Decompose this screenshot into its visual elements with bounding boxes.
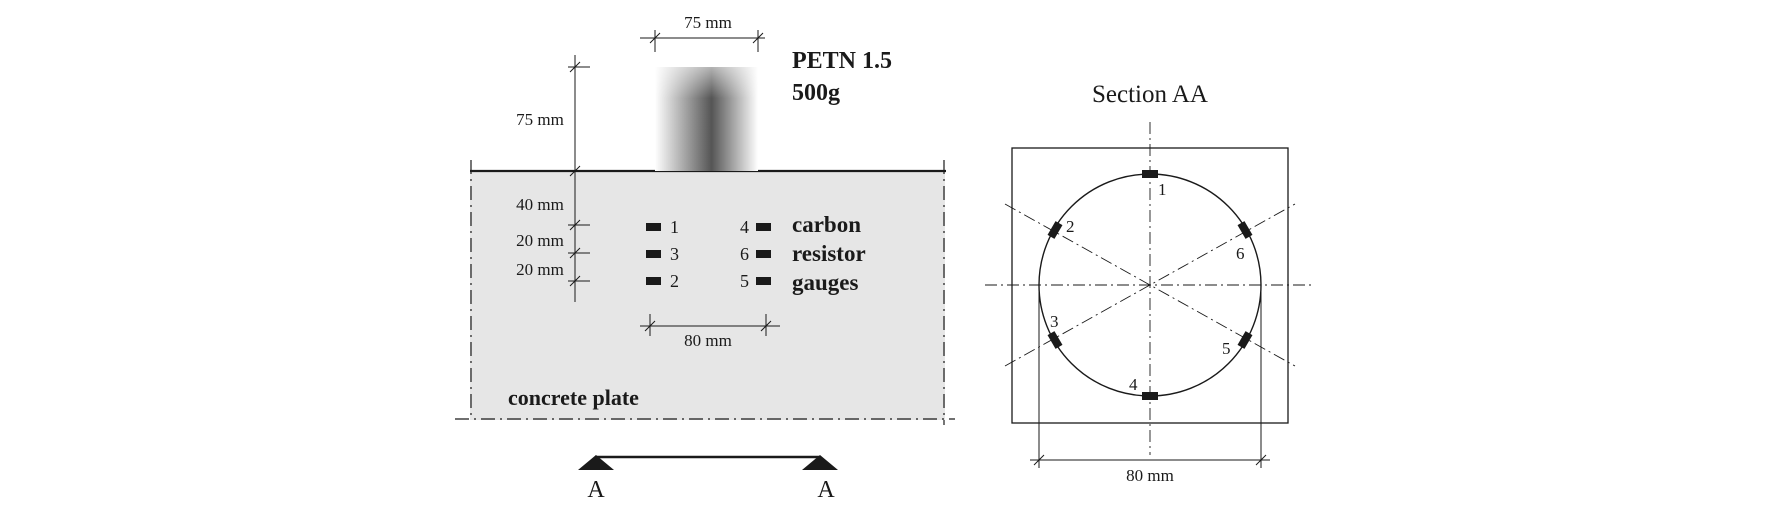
gauge-number-1: 1 xyxy=(670,217,679,237)
charge-width-dimension xyxy=(640,30,765,52)
section-gauge-number-5: 5 xyxy=(1222,339,1231,358)
gauge-marker-1 xyxy=(646,223,661,231)
section-gauge-5 xyxy=(1237,331,1253,349)
section-gauge-number-3: 3 xyxy=(1050,312,1059,331)
gauge-marker-4 xyxy=(756,223,771,231)
explosive-charge-fade xyxy=(655,67,758,171)
support-label-right: A xyxy=(817,477,835,503)
gauge-marker-5 xyxy=(756,277,771,285)
section-gauge-6 xyxy=(1237,221,1253,239)
gauge-marker-2 xyxy=(646,277,661,285)
section-gauge-number-6: 6 xyxy=(1236,244,1245,263)
section-diameter-dimension xyxy=(1030,285,1270,468)
support-label-left: A xyxy=(587,477,605,503)
support-right-icon xyxy=(802,455,838,470)
gauge-number-6: 6 xyxy=(740,244,749,264)
charge-title-line2: 500g xyxy=(792,80,840,106)
gauge-spacing-dimension xyxy=(640,314,780,336)
section-gauge-2 xyxy=(1047,221,1063,239)
gauge-number-2: 2 xyxy=(670,271,679,291)
section-gauge-number-2: 2 xyxy=(1066,217,1075,236)
gauge-spacing-label: 80 mm xyxy=(684,331,732,350)
vertical-dimension xyxy=(568,55,590,302)
gauge-number-4: 4 xyxy=(740,217,749,237)
section-gauge-number-1: 1 xyxy=(1158,180,1167,199)
section-gauge-4 xyxy=(1142,392,1158,400)
concrete-plate-label: concrete plate xyxy=(508,385,639,410)
gauge-number-3: 3 xyxy=(670,244,679,264)
gauge-marker-6 xyxy=(756,250,771,258)
depth-label-20a: 20 mm xyxy=(516,231,564,250)
depth-label-20b: 20 mm xyxy=(516,260,564,279)
concrete-plate xyxy=(470,170,945,420)
elevation-view: 75 mm PETN 1.5 500g 75 mm 40 mm 20 mm 20… xyxy=(455,13,955,503)
gauge-marker-3 xyxy=(646,250,661,258)
charge-height-label: 75 mm xyxy=(516,110,564,129)
gauge-number-5: 5 xyxy=(740,271,749,291)
section-title: Section AA xyxy=(1092,81,1208,108)
support-beam xyxy=(578,455,838,470)
gauge-legend-resistor: resistor xyxy=(792,241,866,266)
depth-label-40: 40 mm xyxy=(516,195,564,214)
support-left-icon xyxy=(578,455,614,470)
gauge-legend-gauges: gauges xyxy=(792,270,859,295)
charge-width-label: 75 mm xyxy=(684,13,732,32)
section-diameter-label: 80 mm xyxy=(1126,466,1174,485)
section-gauge-number-4: 4 xyxy=(1129,375,1138,394)
gauge-legend-carbon: carbon xyxy=(792,212,861,237)
section-view: Section AA 1 2 6 3 5 4 xyxy=(985,81,1315,485)
section-gauge-1 xyxy=(1142,170,1158,178)
section-gauge-3 xyxy=(1047,331,1063,349)
charge-title-line1: PETN 1.5 xyxy=(792,48,892,74)
